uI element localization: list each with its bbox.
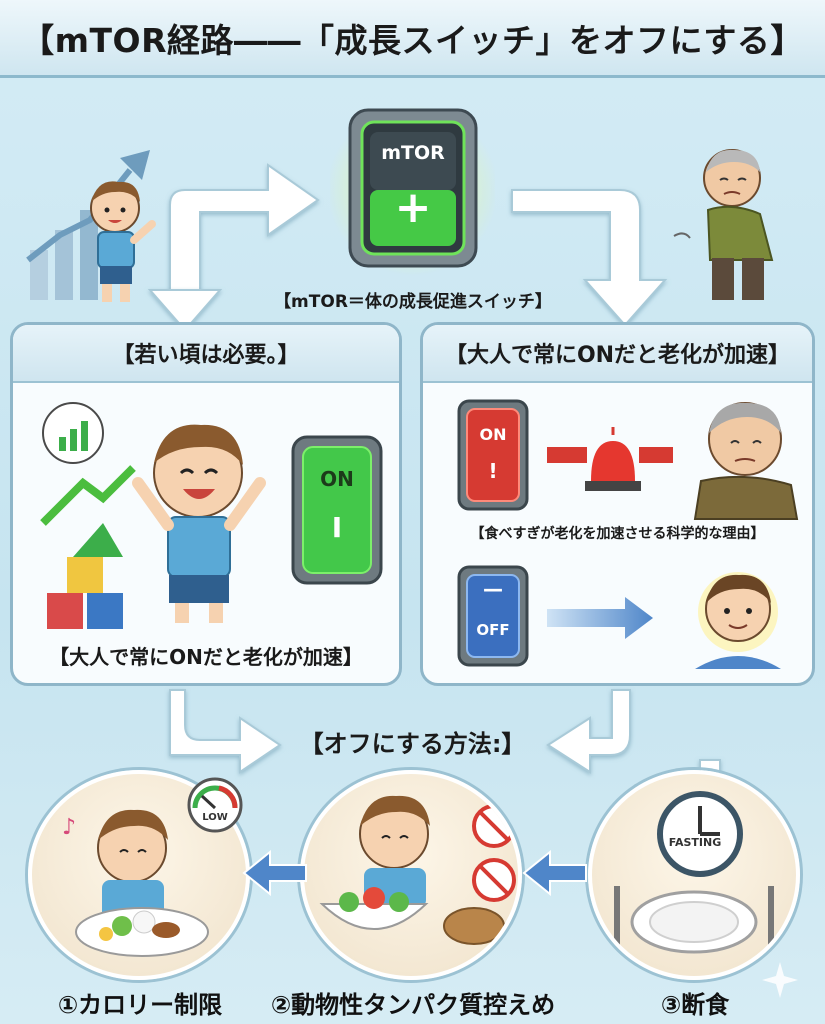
blue-switch-symbol: —	[483, 577, 503, 601]
salad-illustration	[319, 795, 516, 945]
chart-bubble-icon	[42, 402, 104, 464]
mtor-switch-label: mTOR	[381, 142, 445, 164]
red-switch-symbol: !	[488, 459, 498, 483]
title-bar: 【mTOR経路――「成長スイッチ」をオフにする】	[0, 0, 825, 78]
left-panel: 【若い頃は必要。】	[10, 322, 402, 686]
sparkle-icon	[762, 962, 798, 998]
fasting-clock-label: FASTING	[668, 836, 722, 849]
right-panel-heading: 【大人で常にONだと老化が加速】	[423, 325, 812, 383]
on-switch-red[interactable]	[457, 399, 529, 511]
low-gauge-label: LOW	[202, 812, 228, 823]
arrow-down-left	[147, 289, 223, 332]
happy-child-illustration	[40, 402, 266, 629]
page-title: 【mTOR経路――「成長スイッチ」をオフにする】	[21, 20, 804, 60]
left-panel-footer: 【大人で常にONだと老化が加速】	[49, 645, 363, 669]
on-switch-symbol: I	[331, 511, 343, 544]
svg-text:♪: ♪	[62, 815, 76, 840]
right-panel: 【大人で常にONだと老化が加速】 ON ! 【食べすぎが老化を加速させる科学的な…	[420, 322, 815, 686]
arrow-left-to-methods	[169, 689, 282, 774]
method-circle-fasting	[588, 770, 800, 980]
aging-man-illustration	[693, 402, 799, 520]
low-gauge-icon	[187, 777, 243, 833]
mtor-caption: 【mTOR＝体の成長促進スイッチ】	[274, 292, 552, 312]
cheering-child-icon	[132, 424, 266, 623]
growth-chart-icon	[26, 150, 150, 300]
right-panel-caption: 【食べすぎが老化を加速させる科学的な理由】	[470, 526, 765, 542]
arrow-fasting-to-protein	[522, 849, 587, 897]
growth-arrow-icon	[40, 465, 136, 526]
method-label-2: ②動物性タンパク質控えめ	[270, 991, 556, 1019]
plus-icon: +	[394, 182, 432, 233]
red-switch-label: ON	[479, 425, 507, 444]
left-panel-heading: 【若い頃は必要。】	[13, 325, 399, 383]
arrow-to-switch	[169, 163, 320, 301]
blue-switch-label: OFF	[476, 621, 510, 639]
on-switch-label: ON	[320, 467, 354, 491]
mtor-switch[interactable]	[348, 108, 478, 268]
method-label-1: ①カロリー制限	[57, 991, 223, 1019]
healthy-man-illustration	[695, 572, 781, 669]
fasting-illustration	[614, 791, 774, 956]
off-switch-blue[interactable]	[457, 565, 529, 667]
calorie-illustration: ♪	[62, 809, 209, 957]
alarm-light-icon	[547, 427, 673, 491]
elderly-man-illustration	[673, 149, 774, 300]
arrow-to-right-panel	[511, 189, 668, 327]
methods-heading: 【オフにする方法:】	[299, 730, 526, 758]
arrow-right-to-methods	[546, 689, 631, 774]
method-circle-protein	[300, 770, 522, 980]
child-icon	[90, 181, 156, 302]
growing-child-illustration	[26, 150, 156, 302]
on-switch-green[interactable]	[291, 435, 383, 585]
method-label-3: ③断食	[660, 991, 730, 1019]
arrow-right-icon	[547, 597, 653, 639]
blocks-icon	[47, 523, 123, 629]
arrow-protein-to-calorie	[242, 849, 307, 897]
